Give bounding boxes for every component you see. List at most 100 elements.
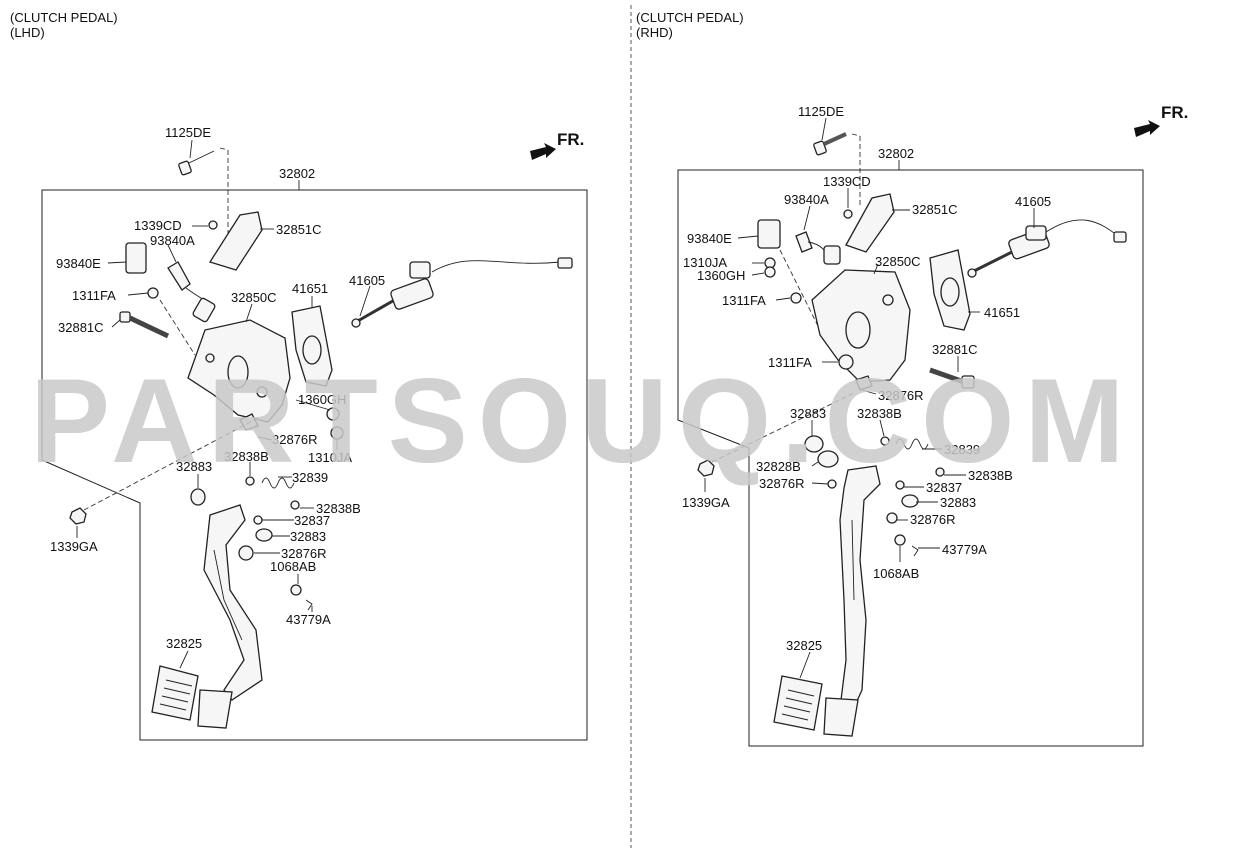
right-label-1311fa-a: 1311FA <box>722 293 766 308</box>
left-label-32850c: 32850C <box>231 290 277 305</box>
left-spring-32839 <box>261 477 295 489</box>
right-label-32876r-c: 32876R <box>910 512 956 527</box>
left-label-43779a: 43779A <box>286 612 331 627</box>
right-label-1068ab: 1068AB <box>873 566 919 581</box>
right-label-32881c: 32881C <box>932 342 978 357</box>
left-sensor-93840a <box>167 261 191 291</box>
right-front-indicator: FR. <box>1161 103 1188 122</box>
right-master-cylinder-41605 <box>967 219 1127 278</box>
left-label-32876r-a: 32876R <box>272 432 318 447</box>
right-bracket-32851c <box>845 193 895 253</box>
right-front-arrow-icon <box>1134 120 1160 137</box>
left-label-32825: 32825 <box>166 636 202 651</box>
left-label-41605: 41605 <box>349 273 385 288</box>
right-label-32837: 32837 <box>926 480 962 495</box>
left-assembly-boundary <box>41 189 588 741</box>
left-washer-1068ab <box>290 584 302 596</box>
right-pin-32876r-a <box>855 375 873 391</box>
right-bushing-32828b <box>817 450 839 468</box>
left-label-1339ga: 1339GA <box>50 539 98 554</box>
left-label-1068ab: 1068AB <box>270 559 316 574</box>
right-bolt-1125de <box>813 132 847 156</box>
right-label-1339cd: 1339CD <box>823 174 871 189</box>
left-front-indicator: FR. <box>557 130 584 149</box>
left-master-cylinder-41605 <box>351 257 573 328</box>
right-label-32802: 32802 <box>878 146 914 161</box>
left-bracket-32851c <box>208 211 263 271</box>
right-label-93840a: 93840A <box>784 192 829 207</box>
right-bushing-32883 <box>804 435 824 453</box>
left-label-1360gh: 1360GH <box>298 392 346 407</box>
left-label-41651: 41651 <box>292 281 328 296</box>
right-label-1311fa-b: 1311FA <box>768 355 812 370</box>
right-label-1360gh: 1360GH <box>697 268 745 283</box>
left-panel-subtitle: (LHD) <box>10 25 45 40</box>
right-diagram: FR. <box>677 103 1188 747</box>
right-pedal-arm <box>839 465 881 713</box>
left-label-1310ja: 1310JA <box>308 450 352 465</box>
watermark: PARTSOUQ.COM <box>30 354 1135 488</box>
left-label-93840e: 93840E <box>56 256 101 271</box>
left-label-32881c: 32881C <box>58 320 104 335</box>
left-pedal-arm <box>203 504 263 701</box>
left-nut-1339cd <box>208 220 218 230</box>
right-pedal-pad-32825 <box>773 675 859 737</box>
left-label-93840a: 93840A <box>150 233 195 248</box>
left-nut-1310ja <box>330 426 344 440</box>
left-bolt-32881c <box>119 311 170 339</box>
right-label-32883-b: 32883 <box>940 495 976 510</box>
right-label-1339ga: 1339GA <box>682 495 730 510</box>
right-label-41651: 41651 <box>984 305 1020 320</box>
right-label-32876r-b: 32876R <box>759 476 805 491</box>
right-label-41605: 41605 <box>1015 194 1051 209</box>
left-label-1339cd: 1339CD <box>134 218 182 233</box>
left-label-32851c: 32851C <box>276 222 322 237</box>
right-panel-subtitle: (RHD) <box>636 25 673 40</box>
right-nut-1311fa-a <box>790 292 802 304</box>
right-washer-1068ab <box>894 534 906 546</box>
left-label-32837: 32837 <box>294 513 330 528</box>
left-nut-1339ga <box>69 507 87 525</box>
left-label-32838b-a: 32838B <box>224 449 269 464</box>
right-nut-1360gh <box>764 266 776 278</box>
right-label-32876r-a: 32876R <box>878 388 924 403</box>
left-label-32883-a: 32883 <box>176 459 212 474</box>
left-front-arrow-icon <box>530 143 556 160</box>
left-bolt-1125de <box>178 150 215 176</box>
left-switch-93840e <box>125 242 147 274</box>
left-label-1125de: 1125DE <box>165 125 211 140</box>
right-assembly-boundary <box>677 169 1144 747</box>
left-bushing-32883 <box>190 488 206 506</box>
left-label-32883-b: 32883 <box>290 529 326 544</box>
right-label-32838b-a: 32838B <box>857 406 902 421</box>
left-clip-43779a <box>305 599 313 611</box>
right-nut-1311fa-b <box>838 354 854 370</box>
right-panel-title: (CLUTCH PEDAL) <box>636 10 744 25</box>
left-leader-lines <box>76 139 371 669</box>
right-label-43779a: 43779A <box>942 542 987 557</box>
right-nut-1339ga <box>697 459 715 477</box>
right-switch-93840e <box>757 219 781 249</box>
right-clip-43779a <box>911 545 919 557</box>
left-label-32839: 32839 <box>292 470 328 485</box>
right-nut-1339cd <box>843 209 853 219</box>
right-panel-header: (CLUTCH PEDAL) (RHD) <box>636 10 744 40</box>
right-label-1310ja: 1310JA <box>683 255 727 270</box>
left-label-32838b-b: 32838B <box>316 501 361 516</box>
left-label-32802: 32802 <box>279 166 315 181</box>
left-pin-32876r <box>239 413 259 431</box>
right-bolt-32881c <box>929 367 975 389</box>
right-label-32825: 32825 <box>786 638 822 653</box>
right-sensor-93840a <box>795 231 813 253</box>
right-label-32850c: 32850C <box>875 254 921 269</box>
left-diagram: FR. <box>41 125 588 741</box>
left-panel-title: (CLUTCH PEDAL) <box>10 10 118 25</box>
left-label-32876r-b: 32876R <box>281 546 327 561</box>
right-label-32839: 32839 <box>944 442 980 457</box>
left-nut-1360gh <box>326 407 340 421</box>
right-label-1125de: 1125DE <box>798 104 844 119</box>
right-label-32838b-b: 32838B <box>968 468 1013 483</box>
right-label-32883-a: 32883 <box>790 406 826 421</box>
